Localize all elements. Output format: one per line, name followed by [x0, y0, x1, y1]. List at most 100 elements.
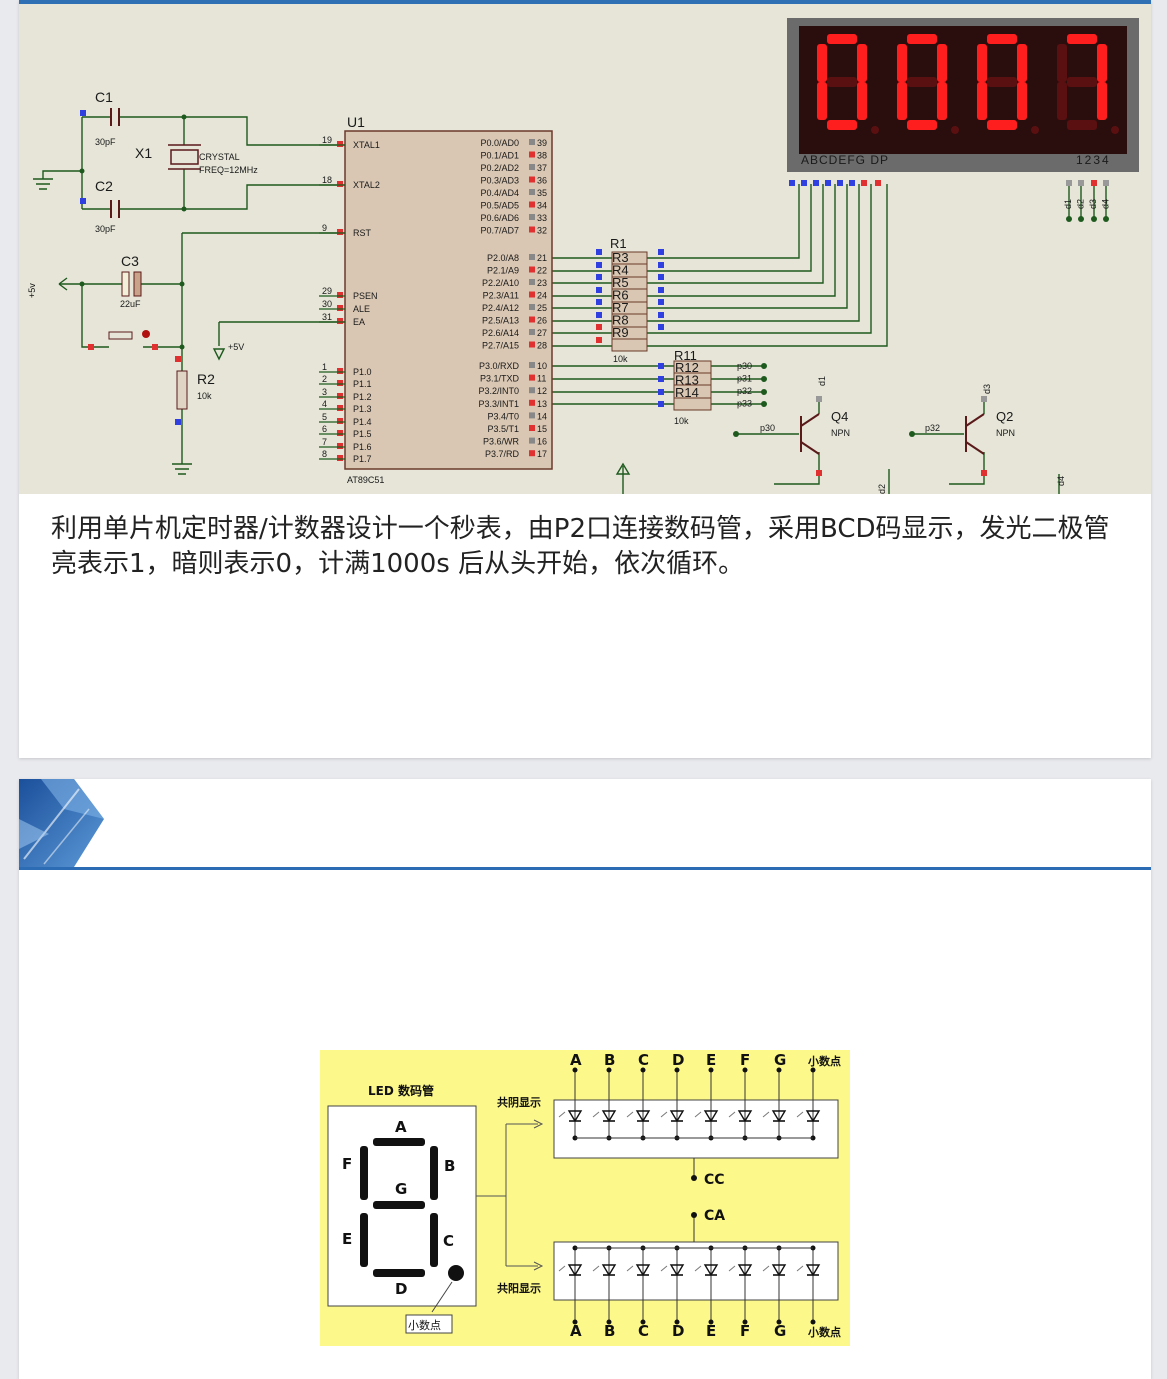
segment-g: [373, 1201, 425, 1209]
pin-number: 36: [537, 176, 547, 186]
pin-number: 8: [322, 449, 327, 459]
c2-label: C2: [95, 178, 113, 194]
header-rule: [19, 867, 1151, 870]
segment-g: [987, 77, 1017, 87]
q2-net: p32: [925, 423, 940, 433]
seg-label-d: D: [395, 1280, 407, 1298]
display-digit: [1057, 34, 1119, 134]
seven-segment-display: [817, 34, 1119, 134]
pin-number: 28: [537, 341, 547, 351]
pin-number: 7: [322, 437, 327, 447]
pin-name: P3.6/WR: [483, 437, 520, 447]
seg-label-b: B: [444, 1157, 455, 1175]
pin-name: P1.5: [353, 429, 372, 439]
pin-number: 2: [322, 374, 327, 384]
pin-name: P2.2/A10: [482, 278, 519, 288]
pin-name: P0.6/AD6: [480, 213, 519, 223]
segment-c: [1097, 82, 1107, 120]
net-label: p31: [737, 374, 752, 384]
slide-header: [19, 779, 1151, 871]
segment-c: [430, 1213, 438, 1267]
led-diode-icon: [728, 1264, 753, 1277]
dp-segment: [1031, 126, 1039, 134]
cc-pin-label: G: [774, 1051, 786, 1069]
dp-segment: [871, 126, 879, 134]
display-segment-label: ABCDEFG DP: [801, 153, 889, 167]
pin-number: 13: [537, 399, 547, 409]
led-diode-icon: [796, 1264, 821, 1277]
segment-c: [937, 82, 947, 120]
resistor-label: R3: [612, 250, 629, 265]
pin-number: 25: [537, 303, 547, 313]
resistor-label: R6: [612, 288, 629, 303]
header-decoration-image: [19, 779, 104, 867]
pin-number: 21: [537, 253, 547, 263]
r1-value: 10k: [613, 354, 628, 364]
c3-value: 22uF: [120, 299, 141, 309]
pin-name: P1.0: [353, 367, 372, 377]
figure-title: LED 数码管: [368, 1083, 434, 1098]
resistor-label: R9: [612, 325, 629, 340]
vcc2-label: +5V: [228, 342, 244, 352]
segment-b: [1017, 44, 1027, 82]
pin-name: P0.5/AD5: [480, 201, 519, 211]
display-digit-label: 1234: [1076, 153, 1111, 167]
pin-number: 14: [537, 411, 547, 421]
segment-c: [1017, 82, 1027, 120]
q4-type: NPN: [831, 428, 850, 438]
segment-g: [1067, 77, 1097, 87]
segment-f: [1057, 44, 1067, 82]
pin-name: P0.1/AD1: [480, 151, 519, 161]
common-anode-label: 共阳显示: [497, 1281, 541, 1295]
pin-name: P3.0/RXD: [479, 361, 520, 371]
cc-pin-label: 小数点: [807, 1054, 841, 1068]
segment-g: [827, 77, 857, 87]
segment-d: [907, 120, 937, 130]
pin-number: 37: [537, 163, 547, 173]
ca-pin-label: A: [570, 1322, 582, 1340]
segment-d: [373, 1269, 425, 1277]
common-cathode-diodes: [558, 1067, 821, 1141]
ca-pin-label: D: [672, 1322, 684, 1340]
pin-number: 1: [322, 362, 327, 372]
net-label: p32: [737, 386, 752, 396]
segment-d: [1067, 120, 1097, 130]
pin-name: P2.6/A14: [482, 328, 519, 338]
ca-pin-label: B: [604, 1322, 615, 1340]
net-label: d4: [1056, 476, 1066, 486]
pin-name: P3.5/T1: [487, 424, 519, 434]
pin-name: P3.3/INT1: [478, 399, 519, 409]
led-diode-icon: [694, 1110, 719, 1123]
pin-name: P1.6: [353, 442, 372, 452]
pin-name: P3.1/TXD: [480, 374, 520, 384]
segment-b: [857, 44, 867, 82]
pin-number: 6: [322, 424, 327, 434]
pin-name: P1.4: [353, 417, 372, 427]
c2-value: 30pF: [95, 224, 116, 234]
segment-c: [857, 82, 867, 120]
pin-number: 33: [537, 213, 547, 223]
slide-2: LED 数码管 A B C D E F G: [19, 779, 1151, 1379]
c1-value: 30pF: [95, 137, 116, 147]
led-diode-icon: [762, 1264, 787, 1277]
pin-number: 9: [322, 223, 327, 233]
pin-name: P2.7/A15: [482, 341, 519, 351]
cc-pin-label: B: [604, 1051, 615, 1069]
net-label: p33: [737, 399, 752, 409]
segment-f: [897, 44, 907, 82]
pin-name: P0.0/AD0: [480, 138, 519, 148]
pin-name: P1.2: [353, 392, 372, 402]
segment-d: [987, 120, 1017, 130]
led-segment-figure: LED 数码管 A B C D E F G: [320, 1050, 850, 1346]
pin-name: P1.7: [353, 454, 372, 464]
pin-name: P2.3/A11: [483, 291, 519, 301]
net-label: d2: [1076, 199, 1086, 209]
segment-a: [1067, 34, 1097, 44]
pin-number: 12: [537, 386, 547, 396]
pin-name: P3.4/T0: [487, 411, 519, 421]
ca-pin-label: E: [706, 1322, 716, 1340]
net-label: d1: [1063, 199, 1073, 209]
led-diode-icon: [796, 1110, 821, 1123]
